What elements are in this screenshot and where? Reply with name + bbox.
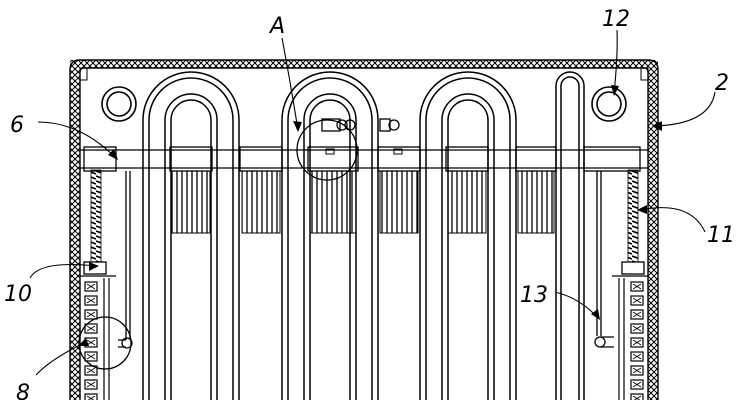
label-2: 2 (715, 71, 729, 96)
label-12: 12 (602, 7, 630, 32)
detail-a-parts (321, 118, 400, 132)
right-rod (594, 171, 614, 348)
right-spring (627, 169, 639, 263)
leader-arrowheads (78, 85, 662, 346)
right-blocks (630, 280, 644, 400)
detail-a-circle (296, 119, 358, 181)
port-right (591, 86, 627, 122)
right-guide (618, 278, 625, 400)
left-detail-circle (78, 316, 132, 370)
single-tube (555, 71, 585, 400)
rail-markers (325, 148, 403, 155)
label-6: 6 (10, 113, 24, 138)
left-spring (90, 169, 102, 263)
housing-corner-left (79, 67, 88, 81)
housing-corner-right (640, 67, 649, 81)
u-tube-3 (419, 71, 517, 400)
label-8: 8 (16, 381, 30, 400)
right-plate (612, 261, 648, 277)
port-left (101, 86, 137, 122)
fins (171, 170, 555, 234)
label-13: 13 (520, 283, 548, 308)
housing-hatch (70, 60, 658, 400)
label-10: 10 (4, 282, 32, 307)
housing (69, 59, 659, 400)
left-plate (80, 261, 116, 277)
label-11: 11 (707, 223, 735, 248)
left-blocks (84, 280, 98, 400)
u-tube-2 (281, 71, 379, 400)
label-a: A (268, 14, 285, 39)
u-tube-1 (142, 71, 240, 400)
left-guide (103, 278, 110, 400)
left-rod (118, 171, 133, 349)
